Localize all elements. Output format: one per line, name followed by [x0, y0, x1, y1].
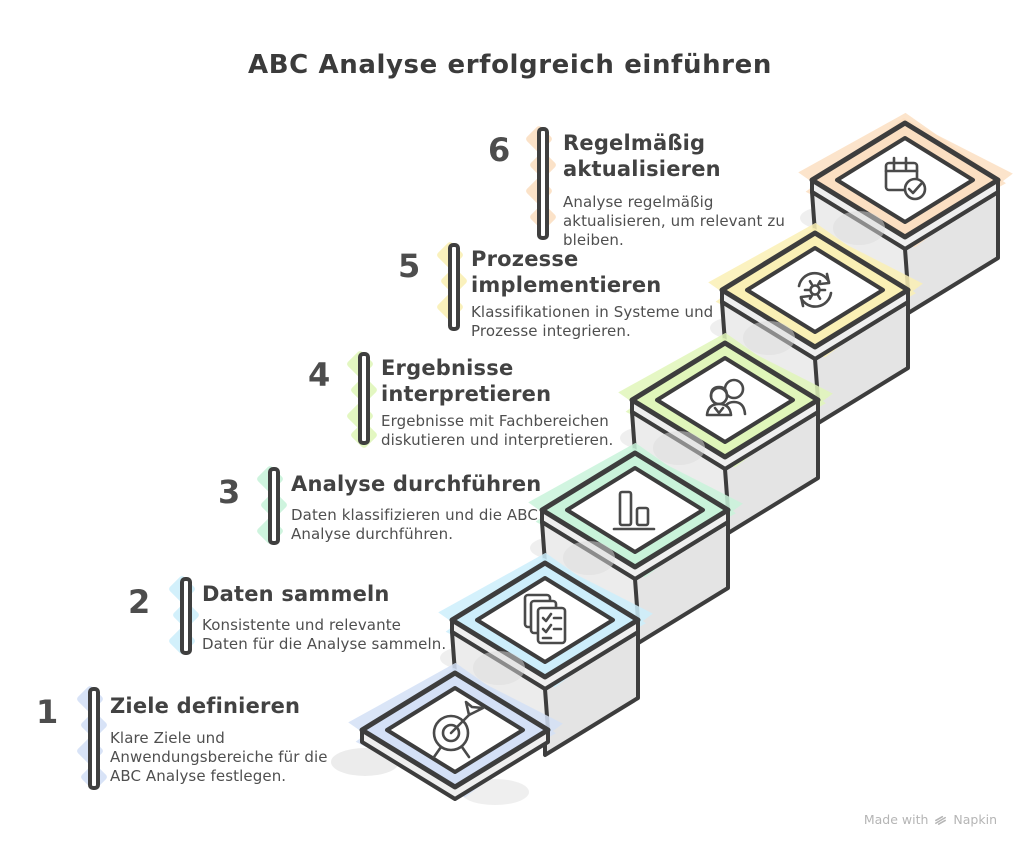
step-3-number: 3 — [218, 473, 241, 511]
step-2-description: Konsistente und relevante Daten für die … — [202, 616, 447, 653]
step-3-bar — [268, 467, 280, 545]
sync-gear-icon — [797, 271, 833, 308]
tile-inner — [745, 246, 885, 334]
shadow-blob — [743, 321, 795, 355]
shadow-blob — [473, 651, 525, 685]
step-1-description: Klare Ziele und Anwendungsbereiche für d… — [110, 729, 328, 785]
step-2-title: Daten sammeln — [202, 582, 390, 606]
step-4-number: 4 — [308, 356, 331, 394]
napkin-logo-icon — [935, 815, 947, 825]
step-5-bar — [448, 243, 460, 331]
documents-checklist-icon — [523, 593, 567, 645]
step-6-bar — [537, 127, 549, 240]
calendar-check-icon — [884, 156, 927, 201]
step-2-bar — [180, 577, 192, 655]
shadow-blob — [833, 211, 885, 245]
watermark-brand: Napkin — [953, 812, 997, 827]
step-3-title: Analyse durchführen — [291, 472, 542, 496]
step-1-number: 1 — [36, 693, 59, 731]
page-title: ABC Analyse erfolgreich einführen — [248, 50, 772, 80]
tile-inner — [565, 466, 705, 554]
watermark-prefix: Made with — [863, 812, 929, 827]
step-5-title: Prozesse implementieren — [471, 247, 662, 297]
step-5-number: 5 — [398, 247, 421, 285]
step-4-bar — [358, 352, 370, 445]
step-6-title: Regelmäßig aktualisieren — [563, 131, 721, 181]
bar-chart-icon — [612, 490, 656, 531]
step-1-bar — [88, 687, 100, 790]
watermark: Made with Napkin — [864, 812, 997, 827]
step-2-number: 2 — [128, 583, 151, 621]
step-3-description: Daten klassifizieren und die ABC Analyse… — [291, 506, 538, 543]
step-6-number: 6 — [488, 131, 511, 169]
step-5-description: Klassifikationen in Systeme und Prozesse… — [471, 303, 714, 340]
step-4-title: Ergebnisse interpretieren — [381, 356, 552, 406]
step-4-description: Ergebnisse mit Fachbereichen diskutieren… — [381, 412, 614, 449]
step-1-title: Ziele definieren — [110, 694, 301, 718]
shadow-blob — [563, 541, 615, 575]
target-dart-icon — [432, 700, 485, 759]
people-icon — [705, 378, 747, 417]
shadow-blob — [653, 431, 705, 465]
step-1-tile — [331, 662, 563, 805]
step-6-description: Analyse regelmäßig aktualisieren, um rel… — [563, 193, 785, 249]
step-5-tile — [708, 222, 923, 427]
